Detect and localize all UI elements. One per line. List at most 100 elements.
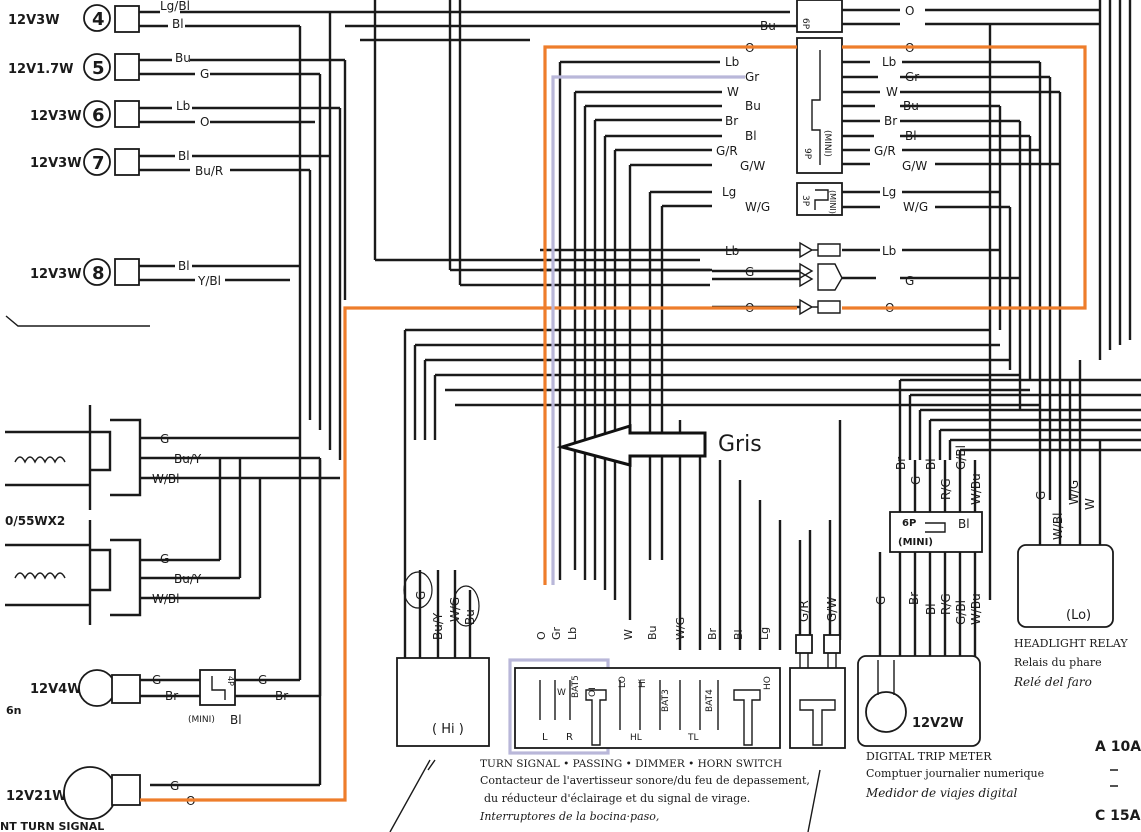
bulb-6-num: 6 [92,105,105,126]
bullet-right-1: G [905,274,914,288]
bulb-4-wire-1: Lg/Bl [160,0,190,13]
meter-caption-1: Comptuer journalier numerique [866,767,1044,780]
bulb-6-socket [114,100,140,128]
conn9-left-1: Lb [725,55,739,69]
conn9-left-2: Gr [745,70,759,84]
top-wire-o-right: O [905,4,914,18]
connector-3p-mini: (MINI) [828,190,837,214]
lamp-21w-wire-0: G [170,779,179,793]
bulb-8-num: 8 [92,263,105,284]
connector-9p-mini: (MINI) [822,130,832,157]
conn9-right-5: Br [884,114,897,128]
lamp-12v4w: 12V4W G Br 6n [6,669,178,717]
bulb-5-symbol [83,53,111,81]
sw-term-5: LO [618,676,628,688]
sw-term-2: R [566,732,573,743]
bulb-5-wire-1: Bu [175,51,191,65]
bulb-5-wire-2: G [200,67,209,81]
connector-3p-code: 3P [800,195,810,207]
connector-9p: 6P Bu O 9P (MINI) O Lb Gr W Bu Br Bl G/R… [716,0,927,174]
meter-caption-0: DIGITAL TRIP METER [866,750,992,763]
bulb-8-wire-1: Bl [178,259,190,273]
bulb-8-socket [114,258,140,286]
wire-bus [140,0,1141,787]
sw-wire-2: Lb [566,627,579,640]
bulb-6-label: 12V3W [30,109,82,124]
relay-wire-3: W [1083,498,1097,510]
switch-caption-0: TURN SIGNAL • PASSING • DIMMER • HORN SW… [480,758,782,770]
bulb-8-wire-2: Y/Bl [197,274,221,288]
hl1-wire-0: G [160,432,169,446]
horn-wire-1: G/W [825,597,839,622]
relay-caption-0: HEADLIGHT RELAY [1014,637,1128,650]
conn3-left-0: Lg [722,185,736,199]
meter-bot-wire-5: W/Bu [969,593,983,625]
digital-trip-meter: Br G Bl R/G G/Bl W/Bu 6P Bl (MINI) G Br … [857,445,1044,800]
relay-wire-1: W/Bl [1051,513,1065,540]
lamp-12v4w-wire-0: G [152,673,161,687]
relay-caption-1: Relais du phare [1014,656,1102,669]
top-wire-bu-left: Bu [760,19,776,33]
hi-connector: ( Hi ) G Bu/Y W/G Bu [389,570,490,832]
bulb-7-symbol [83,148,111,176]
sw-term-1: W [557,688,566,698]
meter-top-wire-4: G/Bl [954,445,968,470]
meter-caption-2: Medidor de viajes digital [865,786,1018,800]
highlight-lavender-wire [551,75,745,585]
bulb-5-socket [114,53,140,81]
meter-bot-wire-1: Br [907,592,921,605]
bulb-7-socket [114,148,140,176]
bulb-7-label: 12V3W [30,156,82,171]
sw-term-11: HO [763,676,773,690]
meter-top-wire-0: Br [894,457,908,470]
bulb-4-socket [114,5,140,33]
connector-4p-mini: 4P (MINI) Bl G Br [188,669,288,727]
conn9-right-7: G/R [874,144,896,158]
bulb-5-label: 12V1.7W [8,62,74,77]
horn-wire-0: G/R [797,600,811,622]
connector-3p-body [796,182,843,216]
conn9-left-4: Bu [745,99,761,113]
hl2-wire-0: G [160,552,169,566]
meter-bot-wire-4: G/Bl [954,600,968,625]
lamp-12v4w-wire-1: Br [165,689,178,703]
bullet-connectors: Lb G O Lb G O [712,241,914,316]
conn9-left-8: G/W [740,159,765,173]
bulb-6-wire-1: Lb [176,99,190,113]
hi-wire-3: Bu [463,609,477,625]
headlight-relay: G W/Bl W/G W (Lo) HEADLIGHT RELAY Relais… [1013,480,1128,689]
hl1-wire-2: W/Bl [152,472,179,486]
conn9-left-7: G/R [716,144,738,158]
sw-wire-4: Bu [646,625,659,640]
connector-3p: 3P (MINI) Lg W/G Lg W/G [722,182,928,216]
meter-conn-sub: Bl [958,517,970,531]
lamp-12v4w-label: 12V4W [30,682,82,697]
bulb-4-symbol [83,4,111,32]
conn3-left-1: W/G [745,200,770,214]
fuse-labels: A 10A C 15A [1095,739,1141,824]
sw-term-4: OI [588,687,598,697]
hl2-wire-2: W/Bl [152,592,179,606]
meter-top-wire-5: W/Bu [969,473,983,505]
meter-conn-code: 6P [902,518,916,529]
conn9-right-8: G/W [902,159,927,173]
switch-caption-2: du réducteur d'éclairage et du signal de… [484,792,750,805]
meter-top-wire-2: Bl [924,458,938,470]
sw-wire-1: Gr [550,626,563,640]
mini4p-right-0: G [258,673,267,687]
bulb-7-wire-2: Bu/R [195,164,223,178]
sw-term-6: Hi [638,679,648,688]
sw-wire-5: W/G [674,617,687,640]
hl1-wire-1: Bu/Y [174,452,202,466]
conn3-right-0: Lg [882,185,896,199]
switch-caption-1: Contacteur de l'avertisseur sonore/du fe… [480,774,810,787]
relay-label: (Lo) [1066,608,1091,623]
bulb-4-label: 12V3W [8,13,60,28]
turn-signal-switch: L W R BAT5 OI LO Hi HL BAT3 TL BAT4 HO O… [479,617,810,823]
sw-term-0: L [542,732,548,743]
sw-wire-7: Bl [732,629,745,640]
gris-annotation: Gris [718,432,762,457]
conn9-right-6: Bl [905,129,917,143]
